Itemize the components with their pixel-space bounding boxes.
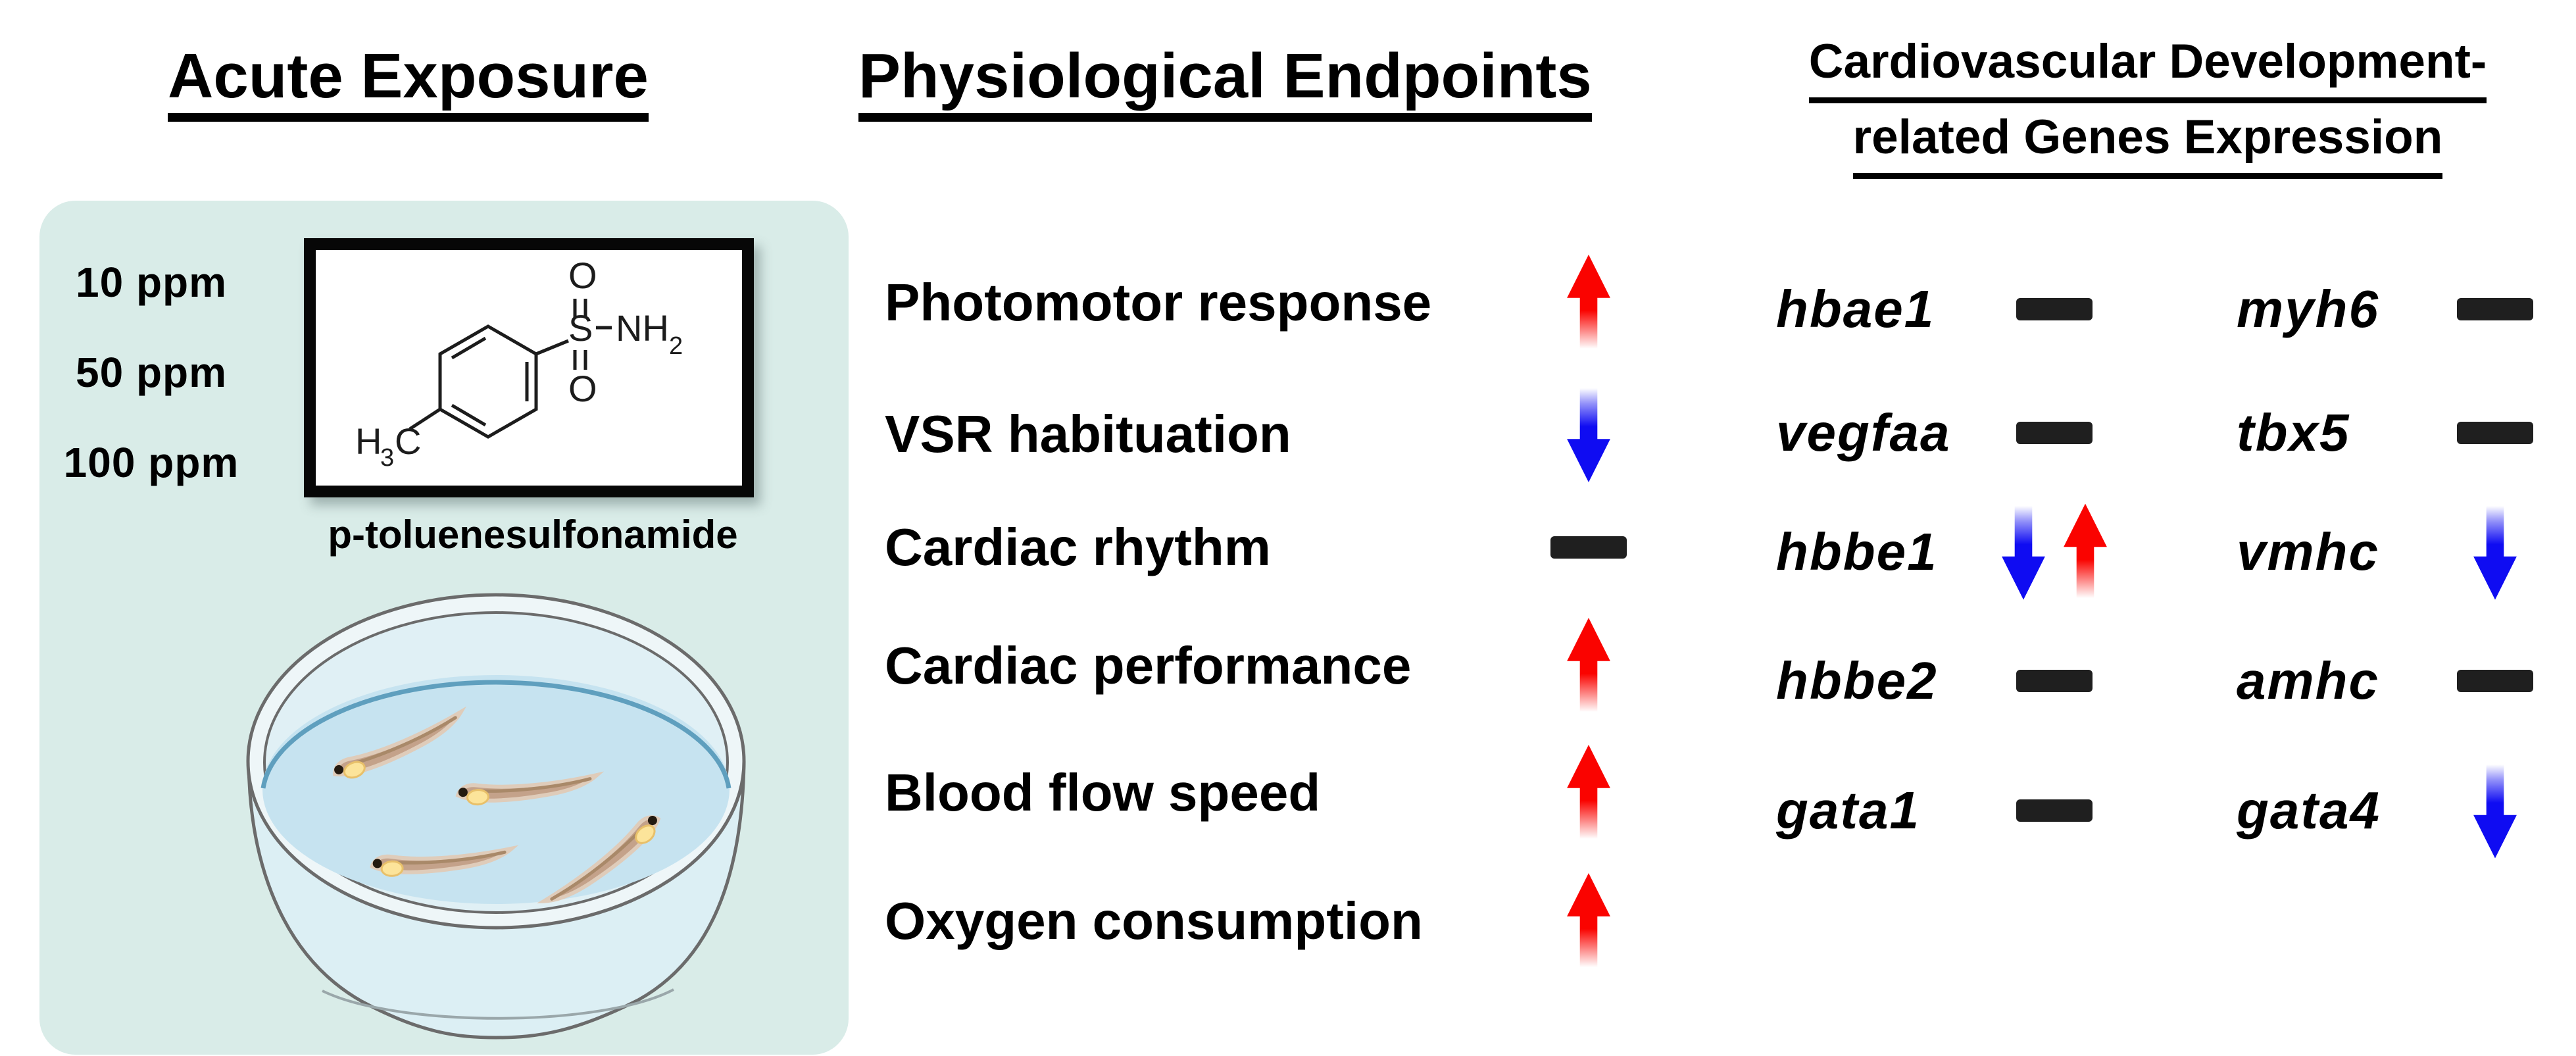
chemical-structure-box: O O S NH 2 H 3 C: [304, 238, 754, 497]
methyl-c: C: [395, 420, 421, 462]
gene-label: hbbe1: [1776, 522, 1938, 581]
down-arrow-icon: [2002, 503, 2045, 600]
no-change-dash-icon: [2016, 421, 2093, 444]
gene-label: gata1: [1776, 780, 1920, 840]
endpoint-label: VSR habituation: [885, 405, 1291, 463]
methyl-h: H: [355, 420, 382, 462]
physiological-endpoints-title: Physiological Endpoints: [858, 43, 1592, 122]
endpoint-indicator: [1533, 745, 1645, 841]
down-arrow-icon: [2473, 503, 2517, 600]
no-change-dash-icon: [2457, 421, 2533, 444]
no-change-dash-icon: [2016, 799, 2093, 822]
gene-indicator: [2426, 503, 2564, 600]
chemical-structure-icon: O O S NH 2 H 3 C: [355, 255, 683, 472]
gene-row-tbx5: tbx5: [2237, 378, 2576, 487]
gene-row-hbae1: hbae1: [1776, 255, 2164, 363]
endpoint-label: Cardiac rhythm: [885, 518, 1271, 576]
no-change-dash-icon: [2457, 297, 2533, 320]
no-change-dash-icon: [2016, 297, 2093, 320]
acute-exposure-title: Acute Exposure: [168, 43, 649, 122]
atom-sulfur: S: [568, 307, 593, 349]
gene-row-vmhc: vmhc: [2237, 497, 2576, 606]
endpoint-row-cardiac-rhythm: Cardiac rhythm: [885, 495, 1668, 600]
gene-label: vmhc: [2237, 522, 2379, 581]
endpoint-label: Blood flow speed: [885, 763, 1321, 822]
gene-indicator: [2426, 297, 2564, 320]
gene-indicator: [2426, 762, 2564, 859]
no-change-dash-icon: [2457, 669, 2533, 692]
gene-label: hbae1: [1776, 279, 1935, 338]
atom-amide: NH: [616, 307, 669, 349]
gene-row-hbbe2: hbbe2: [1776, 626, 2164, 735]
concentration-10ppm: 10 ppm: [75, 259, 228, 306]
cardiovascular-genes-title-line1: Cardiovascular Development-: [1808, 28, 2487, 103]
cardiovascular-genes-title-line2: related Genes Expression: [1852, 103, 2443, 179]
petri-dish-icon: [224, 592, 776, 1053]
endpoint-indicator: [1533, 255, 1645, 351]
endpoint-indicator: [1533, 536, 1645, 559]
endpoint-label: Oxygen consumption: [885, 892, 1423, 950]
no-change-dash-icon: [2016, 669, 2093, 692]
compound-name-label: p-toluenesulfonamide: [328, 513, 738, 557]
gene-indicator: [1985, 297, 2123, 320]
methyl-subscript: 3: [380, 444, 394, 472]
gene-indicator: [2426, 421, 2564, 444]
gene-label: tbx5: [2237, 403, 2350, 462]
gene-label: hbbe2: [1776, 651, 1938, 710]
gene-indicator: [1985, 799, 2123, 822]
gene-row-hbbe1: hbbe1: [1776, 497, 2164, 606]
gene-row-myh6: myh6: [2237, 255, 2576, 363]
gene-indicator: [1985, 669, 2123, 692]
endpoint-row-blood-flow: Blood flow speed: [885, 740, 1668, 845]
atom-oxygen-bottom: O: [568, 368, 597, 409]
gene-label: amhc: [2237, 651, 2379, 710]
gene-indicator: [1985, 503, 2123, 600]
endpoint-indicator: [1533, 618, 1645, 714]
endpoint-label: Cardiac performance: [885, 636, 1412, 695]
atom-amide-subscript: 2: [669, 332, 683, 360]
up-arrow-icon: [2064, 503, 2107, 600]
gene-label: gata4: [2237, 780, 2381, 840]
cardiovascular-genes-title: Cardiovascular Development- related Gene…: [1723, 28, 2572, 179]
endpoint-row-cardiac-performance: Cardiac performance: [885, 613, 1668, 718]
gene-label: vegfaa: [1776, 403, 1951, 462]
concentration-50ppm: 50 ppm: [75, 349, 228, 396]
gene-indicator: [2426, 669, 2564, 692]
up-arrow-icon: [1567, 873, 1610, 969]
atom-oxygen-top: O: [568, 255, 597, 296]
gene-row-gata4: gata4: [2237, 756, 2576, 865]
down-arrow-icon: [2473, 762, 2517, 859]
acute-exposure-title-text: Acute Exposure: [168, 43, 649, 122]
gene-row-amhc: amhc: [2237, 626, 2576, 735]
gene-indicator: [1985, 421, 2123, 444]
down-arrow-icon: [1567, 386, 1610, 482]
concentration-100ppm: 100 ppm: [63, 439, 239, 486]
endpoint-label: Photomotor response: [885, 273, 1432, 332]
endpoint-indicator: [1533, 386, 1645, 482]
up-arrow-icon: [1567, 255, 1610, 351]
up-arrow-icon: [1567, 745, 1610, 841]
physiological-endpoints-title-text: Physiological Endpoints: [858, 43, 1592, 122]
up-arrow-icon: [1567, 618, 1610, 714]
endpoint-row-oxygen: Oxygen consumption: [885, 868, 1668, 974]
gene-row-gata1: gata1: [1776, 756, 2164, 865]
no-change-dash-icon: [1550, 536, 1627, 559]
gene-row-vegfaa: vegfaa: [1776, 378, 2164, 487]
endpoint-row-photomotor: Photomotor response: [885, 250, 1668, 355]
endpoint-row-vsr: VSR habituation: [885, 382, 1668, 487]
gene-label: myh6: [2237, 279, 2379, 338]
endpoint-indicator: [1533, 873, 1645, 969]
